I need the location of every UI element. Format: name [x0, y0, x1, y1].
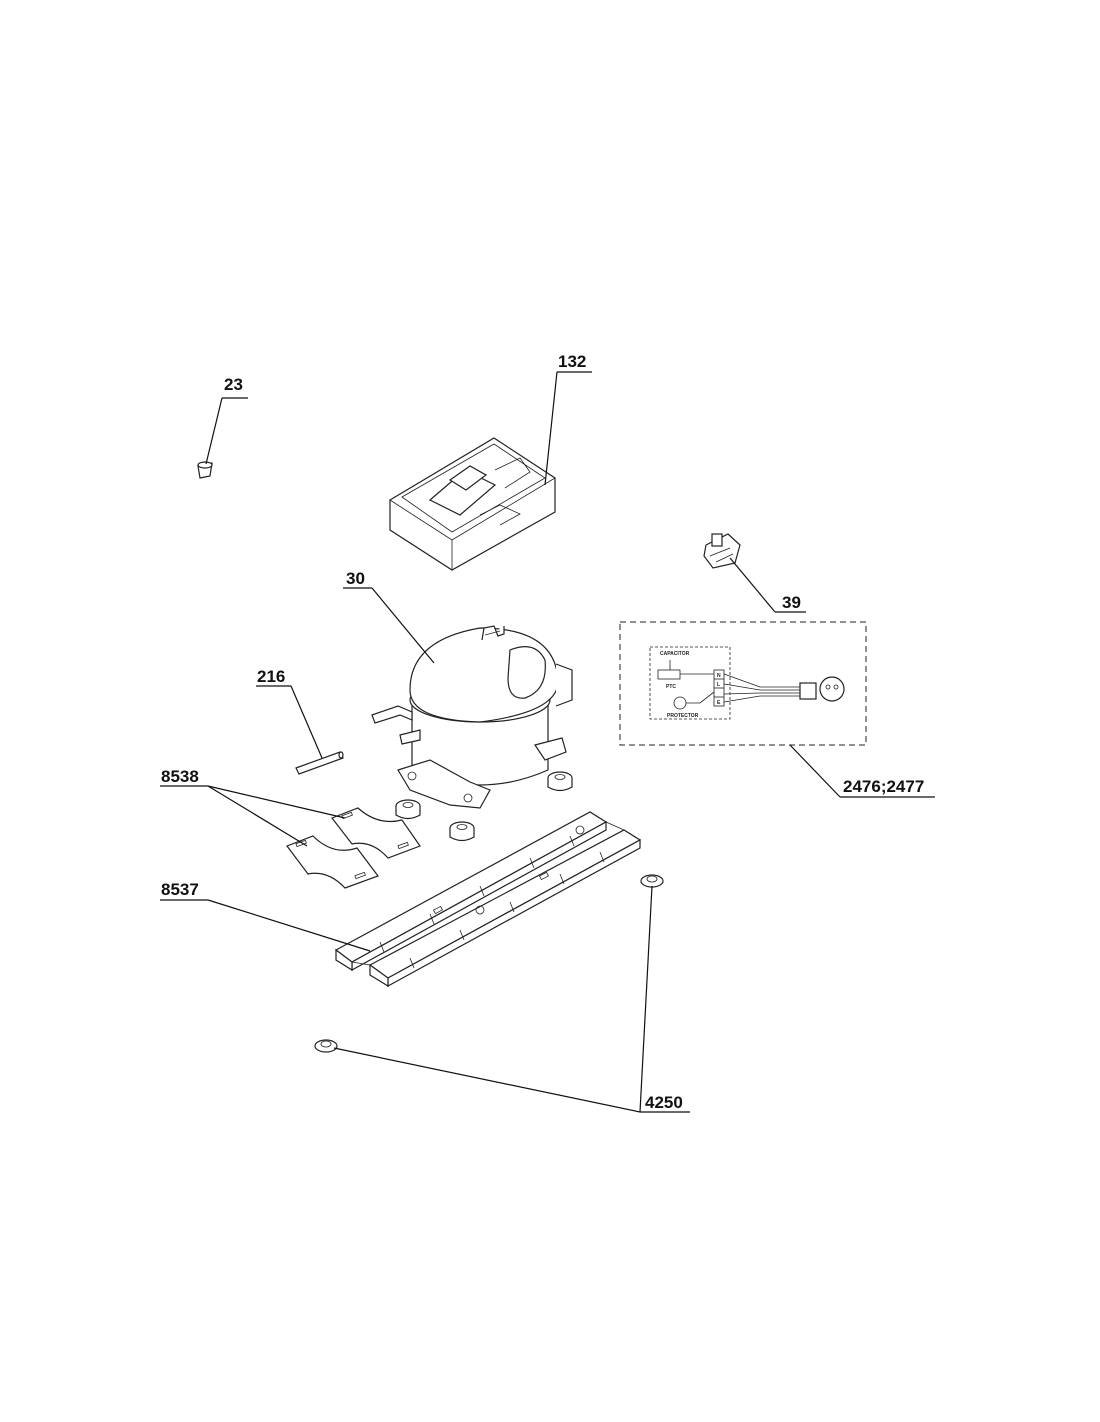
callout-30[interactable]: 30 [343, 569, 435, 664]
ptc-label: PTC [666, 684, 676, 690]
callout-132-label: 132 [558, 352, 586, 371]
terminal-e: E [717, 700, 721, 706]
part-216-pin [295, 751, 344, 775]
callout-23-label: 23 [224, 375, 243, 394]
part-8537-base-rail [334, 811, 642, 988]
grommet-2 [547, 771, 573, 792]
callout-4250-label: 4250 [645, 1093, 683, 1112]
callout-39-label: 39 [782, 593, 801, 612]
part-2476-wiring-harness: CAPACITOR PTC PROTECTOR N L E [619, 621, 867, 746]
callout-4250[interactable]: 4250 [333, 885, 690, 1113]
callout-23[interactable]: 23 [205, 375, 248, 465]
protector-label: PROTECTOR [667, 713, 699, 719]
part-30-compressor [371, 625, 573, 809]
callout-8538-label: 8538 [161, 767, 199, 786]
callout-216-label: 216 [257, 667, 285, 686]
callout-2476-2477[interactable]: 2476;2477 [789, 744, 935, 798]
callout-30-label: 30 [346, 569, 365, 588]
part-132-box-cover [389, 437, 556, 571]
callout-8538[interactable]: 8538 [160, 767, 346, 847]
capacitor-label: CAPACITOR [660, 651, 690, 657]
part-23-bushing [197, 461, 213, 479]
callout-8537-label: 8537 [161, 880, 199, 899]
grommet-3 [449, 821, 475, 842]
part-8538-pad-lower [286, 835, 379, 889]
callout-39[interactable]: 39 [729, 557, 806, 613]
part-4250-foot-left [314, 1039, 338, 1053]
terminal-n: N [717, 673, 721, 679]
callout-8537[interactable]: 8537 [160, 880, 371, 952]
grommet-1 [395, 799, 421, 820]
callout-216[interactable]: 216 [256, 667, 323, 759]
terminal-l: L [717, 682, 720, 688]
part-8538-pad-upper [331, 807, 421, 859]
callout-132[interactable]: 132 [544, 352, 592, 486]
part-4250-foot-right [640, 874, 664, 888]
callout-2476-label: 2476;2477 [843, 777, 924, 796]
